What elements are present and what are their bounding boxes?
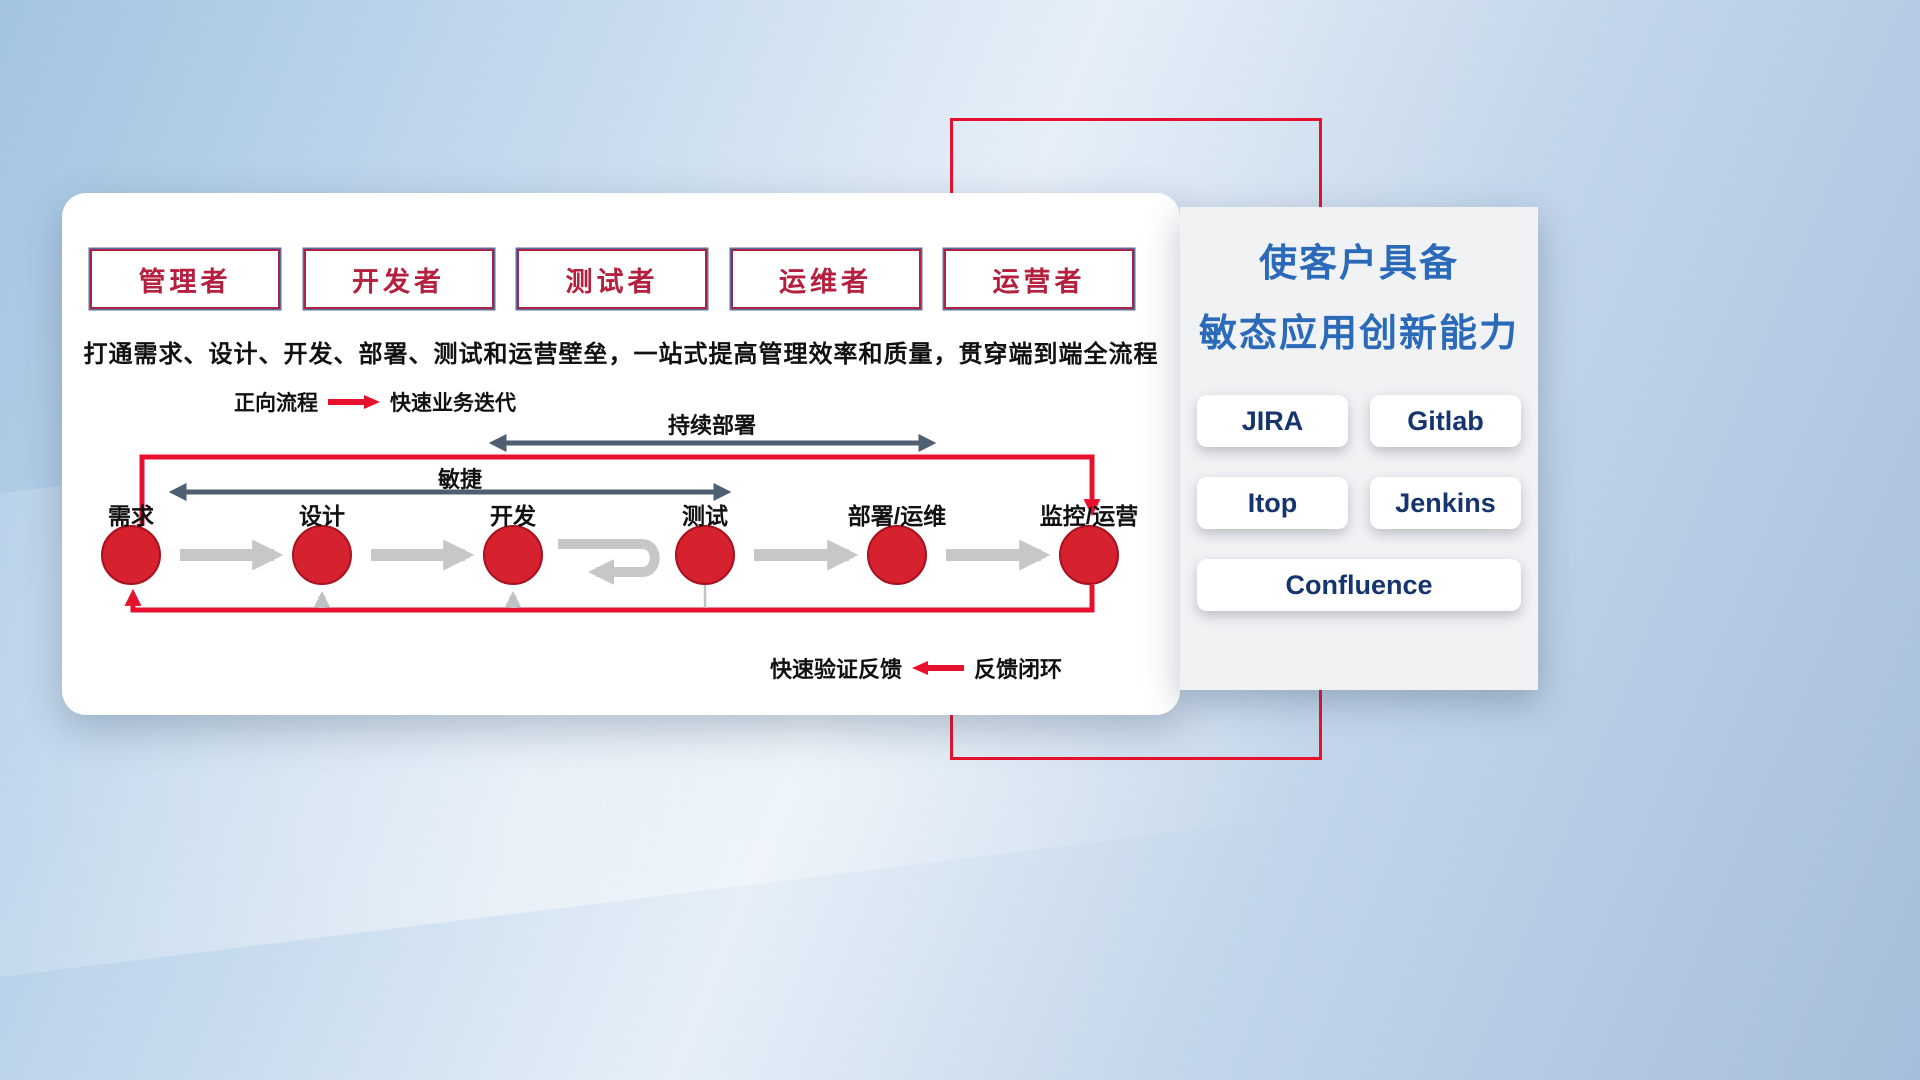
legend-forward-label: 正向流程	[234, 392, 318, 415]
legend-feedback: 快速验证反馈 反馈闭环	[770, 652, 1062, 684]
role-box-ops: 运维者	[730, 249, 921, 309]
role-label: 开发者	[352, 266, 445, 297]
workflow-description: 打通需求、设计、开发、部署、测试和运营壁垒，一站式提高管理效率和质量，贯穿端到端…	[83, 341, 1159, 368]
role-box-tester: 测试者	[517, 249, 707, 309]
stage-label-development: 开发	[490, 503, 536, 529]
devops-workflow-panel: 管理者 开发者 测试者 运维者 运营者 打通需求、设计、开发、部署、测试和运营壁…	[62, 193, 1180, 715]
continuous-deploy-label: 持续部署	[667, 413, 757, 438]
tool-jenkins: Jenkins	[1370, 477, 1521, 529]
tool-jira: JIRA	[1197, 395, 1348, 447]
tool-label: Itop	[1247, 487, 1298, 518]
tools-grid: JIRA Gitlab Itop Jenkins Confluence	[1180, 395, 1538, 611]
tool-label: Jenkins	[1395, 487, 1496, 518]
role-box-developer: 开发者	[303, 249, 494, 309]
stage-label-deploy-ops: 部署/运维	[847, 503, 947, 529]
flow-diagram	[101, 434, 1119, 613]
legend-feedback-label: 快速验证反馈	[770, 657, 903, 682]
role-label: 测试者	[565, 266, 659, 297]
tool-label: Confluence	[1285, 569, 1433, 600]
tool-label: JIRA	[1241, 405, 1304, 436]
stage-circle-monitor-operate	[1059, 525, 1119, 585]
stage-circle-development	[483, 525, 543, 585]
role-label: 运营者	[992, 266, 1086, 297]
stage-label-design: 设计	[299, 503, 345, 529]
capability-title-line2: 敏态应用创新能力	[1198, 313, 1519, 355]
roles-row: 管理者 开发者 测试者 运维者 运营者	[90, 249, 1134, 309]
stage-label-monitor-operate: 监控/运营	[1039, 503, 1139, 529]
capability-panel: 使客户具备 敏态应用创新能力 JIRA Gitlab Itop Jenkins …	[1180, 207, 1538, 690]
agile-label: 敏捷	[437, 467, 483, 492]
capability-title: 使客户具备 敏态应用创新能力	[1180, 229, 1538, 369]
tool-itop: Itop	[1197, 477, 1348, 529]
red-feedback-loop	[124, 585, 1095, 613]
legend-forward-value: 快速业务迭代	[390, 392, 516, 415]
role-label: 运维者	[779, 266, 872, 297]
tool-gitlab: Gitlab	[1370, 395, 1521, 447]
stage-label-requirements: 需求	[108, 503, 154, 529]
red-forward-loop	[139, 454, 1101, 526]
legend-feedback-value: 反馈闭环	[974, 657, 1063, 682]
stage-circle-deploy-ops	[867, 525, 927, 585]
stage-label-testing: 测试	[682, 503, 728, 529]
capability-title-line1: 使客户具备	[1258, 243, 1459, 285]
role-box-manager: 管理者	[90, 249, 280, 309]
role-label: 管理者	[138, 266, 232, 297]
feedback-arrow-icon	[912, 661, 965, 675]
forward-arrow-icon	[328, 395, 380, 409]
iteration-loop-icon	[558, 539, 660, 585]
stage-circle-design	[292, 525, 352, 585]
stage-circle-requirements	[101, 525, 161, 585]
role-box-operator: 运营者	[944, 249, 1134, 309]
legend-forward: 正向流程 快速业务迭代	[234, 387, 516, 417]
tool-label: Gitlab	[1407, 405, 1484, 436]
stage-circle-testing	[675, 525, 735, 585]
tool-confluence: Confluence	[1197, 559, 1521, 611]
